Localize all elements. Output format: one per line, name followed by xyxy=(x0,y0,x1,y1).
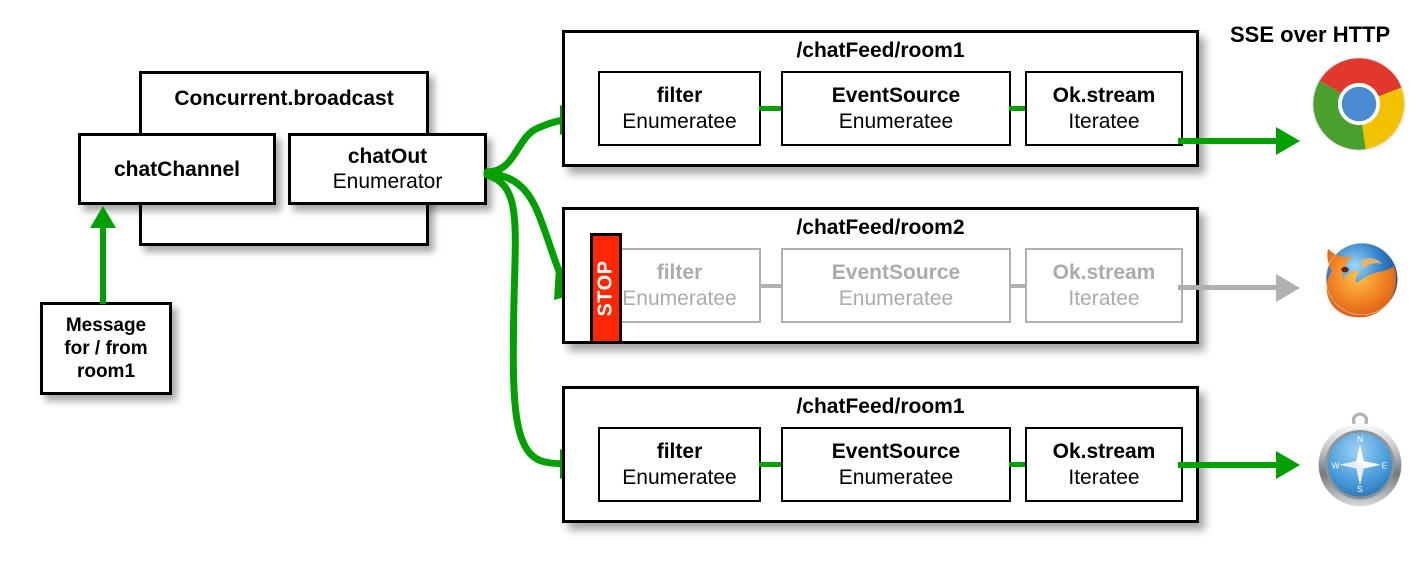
feed-3-exit-arrow-shaft xyxy=(1178,462,1281,468)
feed-2-stage-filter: filter Enumeratee xyxy=(598,248,761,323)
feed-3-stage-filter-type: Enumeratee xyxy=(622,465,737,489)
message-to-channel-arrow-shaft xyxy=(100,228,106,304)
feed-1-connector-2 xyxy=(1009,106,1027,111)
message-box: Message for / from room1 xyxy=(40,302,172,395)
feed-1-stage-filter-type: Enumeratee xyxy=(622,109,737,133)
firefox-browser-icon xyxy=(1313,232,1407,326)
chat-channel-box: chatChannel xyxy=(78,133,276,205)
feed-3-connector-2 xyxy=(1009,462,1027,467)
feed-3-stage-okstream-type: Iteratee xyxy=(1068,465,1140,489)
feed-3-title: /chatFeed/room1 xyxy=(796,395,965,418)
feed-3-connector-1 xyxy=(759,462,783,467)
feed-2-stage-okstream-name: Ok.stream xyxy=(1052,260,1156,284)
feed-3-stage-okstream: Ok.stream Iteratee xyxy=(1025,427,1183,502)
concurrent-broadcast-label: Concurrent.broadcast xyxy=(174,87,394,110)
feed-3-stage-filter: filter Enumeratee xyxy=(598,427,761,502)
feed-2-stage-eventsource: EventSource Enumeratee xyxy=(781,248,1011,323)
feed-2-connector-2 xyxy=(1009,284,1027,288)
stop-marker: STOP xyxy=(590,233,622,344)
feed-3-stage-eventsource: EventSource Enumeratee xyxy=(781,427,1011,502)
message-line-3: room1 xyxy=(76,361,136,382)
svg-text:W: W xyxy=(1332,461,1340,471)
feed-1-stage-okstream: Ok.stream Iteratee xyxy=(1025,71,1183,146)
feed-1-stage-okstream-type: Iteratee xyxy=(1068,109,1140,133)
feed-row-1: /chatFeed/room1 filter Enumeratee EventS… xyxy=(562,30,1199,167)
feed-2-stage-eventsource-type: Enumeratee xyxy=(838,286,954,310)
sse-over-http-label: SSE over HTTP xyxy=(1230,22,1391,47)
feed-2-title: /chatFeed/room2 xyxy=(796,216,965,239)
feed-2-stage-okstream-type: Iteratee xyxy=(1068,286,1140,310)
feed-2-stage-okstream: Ok.stream Iteratee xyxy=(1025,248,1183,323)
feed-row-3: /chatFeed/room1 filter Enumeratee EventS… xyxy=(562,386,1199,523)
feed-2-stage-eventsource-name: EventSource xyxy=(831,260,961,284)
chrome-browser-icon xyxy=(1311,56,1407,152)
chat-channel-label: chatChannel xyxy=(113,157,241,181)
svg-text:E: E xyxy=(1382,461,1388,471)
svg-text:N: N xyxy=(1357,434,1363,444)
feed-1-exit-arrow-shaft xyxy=(1178,138,1281,144)
feed-1-connector-1 xyxy=(759,106,783,111)
feed-3-stage-eventsource-type: Enumeratee xyxy=(838,465,954,489)
feed-1-stage-eventsource: EventSource Enumeratee xyxy=(781,71,1011,146)
svg-text:S: S xyxy=(1357,484,1363,494)
message-line-2: for / from xyxy=(64,338,148,359)
feed-3-stage-okstream-name: Ok.stream xyxy=(1052,439,1156,463)
feed-1-stage-filter-name: filter xyxy=(656,83,703,107)
feed-2-exit-arrow-shaft xyxy=(1178,285,1281,290)
feed-1-title: /chatFeed/room1 xyxy=(796,39,965,62)
feed-1-stage-okstream-name: Ok.stream xyxy=(1052,83,1156,107)
chat-out-box: chatOut Enumerator xyxy=(288,133,487,205)
feed-1-stage-eventsource-name: EventSource xyxy=(831,83,961,107)
feed-1-stage-filter: filter Enumeratee xyxy=(598,71,761,146)
feed-2-stage-filter-type: Enumeratee xyxy=(622,286,737,310)
feed-row-2: /chatFeed/room2 filter Enumeratee EventS… xyxy=(562,207,1199,344)
chat-out-label: chatOut xyxy=(347,145,428,168)
feed-2-connector-1 xyxy=(759,284,783,288)
feed-2-stage-filter-name: filter xyxy=(656,260,703,284)
feed-3-stage-filter-name: filter xyxy=(656,439,703,463)
message-line-1: Message xyxy=(65,315,147,336)
feed-2-exit-arrow-head xyxy=(1276,274,1300,302)
feed-1-stage-eventsource-type: Enumeratee xyxy=(838,109,954,133)
message-to-channel-arrow-head xyxy=(90,206,116,228)
feed-3-exit-arrow-head xyxy=(1276,451,1300,479)
feed-3-stage-eventsource-name: EventSource xyxy=(831,439,961,463)
stop-marker-label: STOP xyxy=(594,260,617,317)
feed-1-exit-arrow-head xyxy=(1276,127,1300,155)
chat-out-type: Enumerator xyxy=(332,170,443,193)
safari-browser-icon: N S E W xyxy=(1313,412,1407,510)
